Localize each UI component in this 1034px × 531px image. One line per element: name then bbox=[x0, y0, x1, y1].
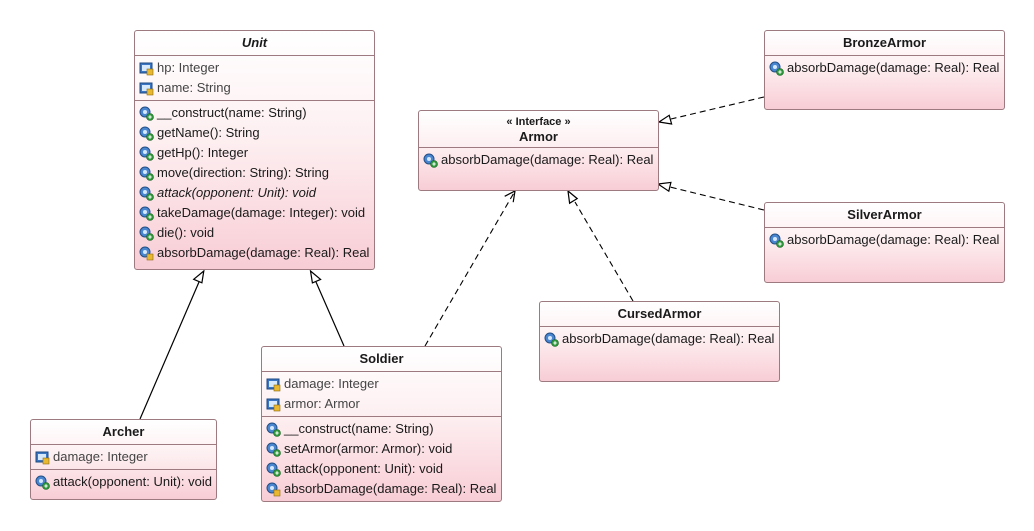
realization-cursed-armor bbox=[567, 189, 634, 302]
public-operation-icon bbox=[139, 206, 154, 221]
operation[interactable]: die(): void bbox=[135, 223, 374, 243]
attribute[interactable]: hp: Integer bbox=[135, 58, 374, 78]
class-header: Archer bbox=[31, 420, 216, 444]
realization-silver-armor bbox=[656, 181, 765, 211]
protected-attribute-icon bbox=[266, 398, 281, 411]
attributes-compartment: damage: Integer bbox=[31, 444, 216, 469]
attribute[interactable]: damage: Integer bbox=[31, 447, 216, 467]
stereotype-label: « Interface » bbox=[506, 116, 571, 128]
class-archer[interactable]: Archer damage: Integer attack(opponent: … bbox=[30, 419, 217, 500]
operation[interactable]: getName(): String bbox=[135, 123, 374, 143]
protected-operation-icon bbox=[266, 482, 281, 496]
operations-compartment: absorbDamage(damage: Real): Real bbox=[540, 326, 779, 351]
class-name: SilverArmor bbox=[847, 207, 922, 222]
operation[interactable]: absorbDamage(damage: Real): Real bbox=[135, 243, 374, 263]
attributes-compartment: hp: Integer name: String bbox=[135, 55, 374, 100]
class-bronze-armor[interactable]: BronzeArmor absorbDamage(damage: Real): … bbox=[764, 30, 1005, 110]
class-name: Soldier bbox=[359, 351, 404, 366]
public-operation-icon bbox=[769, 233, 784, 248]
public-operation-icon bbox=[139, 186, 154, 201]
class-name: CursedArmor bbox=[617, 306, 702, 321]
public-operation-icon bbox=[266, 442, 281, 457]
operation[interactable]: absorbDamage(damage: Real): Real bbox=[765, 58, 1004, 78]
class-header: Unit bbox=[135, 31, 374, 55]
operation[interactable]: absorbDamage(damage: Real): Real bbox=[540, 329, 779, 349]
operation[interactable]: absorbDamage(damage: Real): Real bbox=[765, 230, 1004, 250]
public-operation-icon bbox=[266, 422, 281, 437]
public-operation-icon bbox=[35, 475, 50, 490]
public-operation-icon bbox=[266, 462, 281, 477]
protected-attribute-icon bbox=[266, 378, 281, 391]
operation[interactable]: __construct(name: String) bbox=[262, 419, 501, 439]
protected-operation-icon bbox=[139, 246, 154, 260]
class-soldier[interactable]: Soldier damage: Integer armor: Armor __c… bbox=[261, 346, 502, 502]
public-operation-icon bbox=[423, 153, 438, 168]
operation[interactable]: takeDamage(damage: Integer): void bbox=[135, 203, 374, 223]
operations-compartment: __construct(name: String) getName(): Str… bbox=[135, 100, 374, 265]
class-name: BronzeArmor bbox=[842, 35, 927, 50]
public-operation-icon bbox=[139, 146, 154, 161]
class-name: Unit bbox=[241, 35, 268, 50]
class-armor[interactable]: « Interface » Armor absorbDamage(damage:… bbox=[418, 110, 659, 191]
public-operation-icon bbox=[139, 166, 154, 181]
dependency-soldier-armor bbox=[424, 189, 516, 347]
class-header: CursedArmor bbox=[540, 302, 779, 326]
public-operation-icon bbox=[139, 106, 154, 121]
class-unit[interactable]: Unit hp: Integer name: String __construc… bbox=[134, 30, 375, 270]
attributes-compartment: damage: Integer armor: Armor bbox=[262, 371, 501, 416]
operation[interactable]: __construct(name: String) bbox=[135, 103, 374, 123]
attribute[interactable]: name: String bbox=[135, 78, 374, 98]
operations-compartment: absorbDamage(damage: Real): Real bbox=[765, 227, 1004, 252]
protected-attribute-icon bbox=[139, 62, 154, 75]
class-name: Armor bbox=[518, 129, 558, 144]
operation[interactable]: move(direction: String): String bbox=[135, 163, 374, 183]
operations-compartment: attack(opponent: Unit): void bbox=[31, 469, 216, 494]
operation[interactable]: getHp(): Integer bbox=[135, 143, 374, 163]
class-header: « Interface » Armor bbox=[419, 111, 658, 147]
operations-compartment: __construct(name: String) setArmor(armor… bbox=[262, 416, 501, 501]
protected-attribute-icon bbox=[139, 82, 154, 95]
operation-abstract[interactable]: attack(opponent: Unit): void bbox=[135, 183, 374, 203]
attribute[interactable]: damage: Integer bbox=[262, 374, 501, 394]
operation[interactable]: setArmor(armor: Armor): void bbox=[262, 439, 501, 459]
public-operation-icon bbox=[544, 332, 559, 347]
attribute[interactable]: armor: Armor bbox=[262, 394, 501, 414]
realization-bronze-armor bbox=[657, 96, 765, 125]
public-operation-icon bbox=[769, 61, 784, 76]
operation[interactable]: attack(opponent: Unit): void bbox=[31, 472, 216, 492]
operations-compartment: absorbDamage(damage: Real): Real bbox=[419, 147, 658, 172]
class-silver-armor[interactable]: SilverArmor absorbDamage(damage: Real): … bbox=[764, 202, 1005, 283]
generalization-archer-unit bbox=[139, 269, 205, 420]
class-header: SilverArmor bbox=[765, 203, 1004, 227]
operation[interactable]: attack(opponent: Unit): void bbox=[262, 459, 501, 479]
class-name: Archer bbox=[102, 424, 145, 439]
class-header: BronzeArmor bbox=[765, 31, 1004, 55]
protected-attribute-icon bbox=[35, 451, 50, 464]
public-operation-icon bbox=[139, 126, 154, 141]
public-operation-icon bbox=[139, 226, 154, 241]
generalization-soldier-unit bbox=[309, 269, 345, 347]
operations-compartment: absorbDamage(damage: Real): Real bbox=[765, 55, 1004, 80]
operation[interactable]: absorbDamage(damage: Real): Real bbox=[419, 150, 658, 170]
class-cursed-armor[interactable]: CursedArmor absorbDamage(damage: Real): … bbox=[539, 301, 780, 382]
class-header: Soldier bbox=[262, 347, 501, 371]
operation[interactable]: absorbDamage(damage: Real): Real bbox=[262, 479, 501, 499]
